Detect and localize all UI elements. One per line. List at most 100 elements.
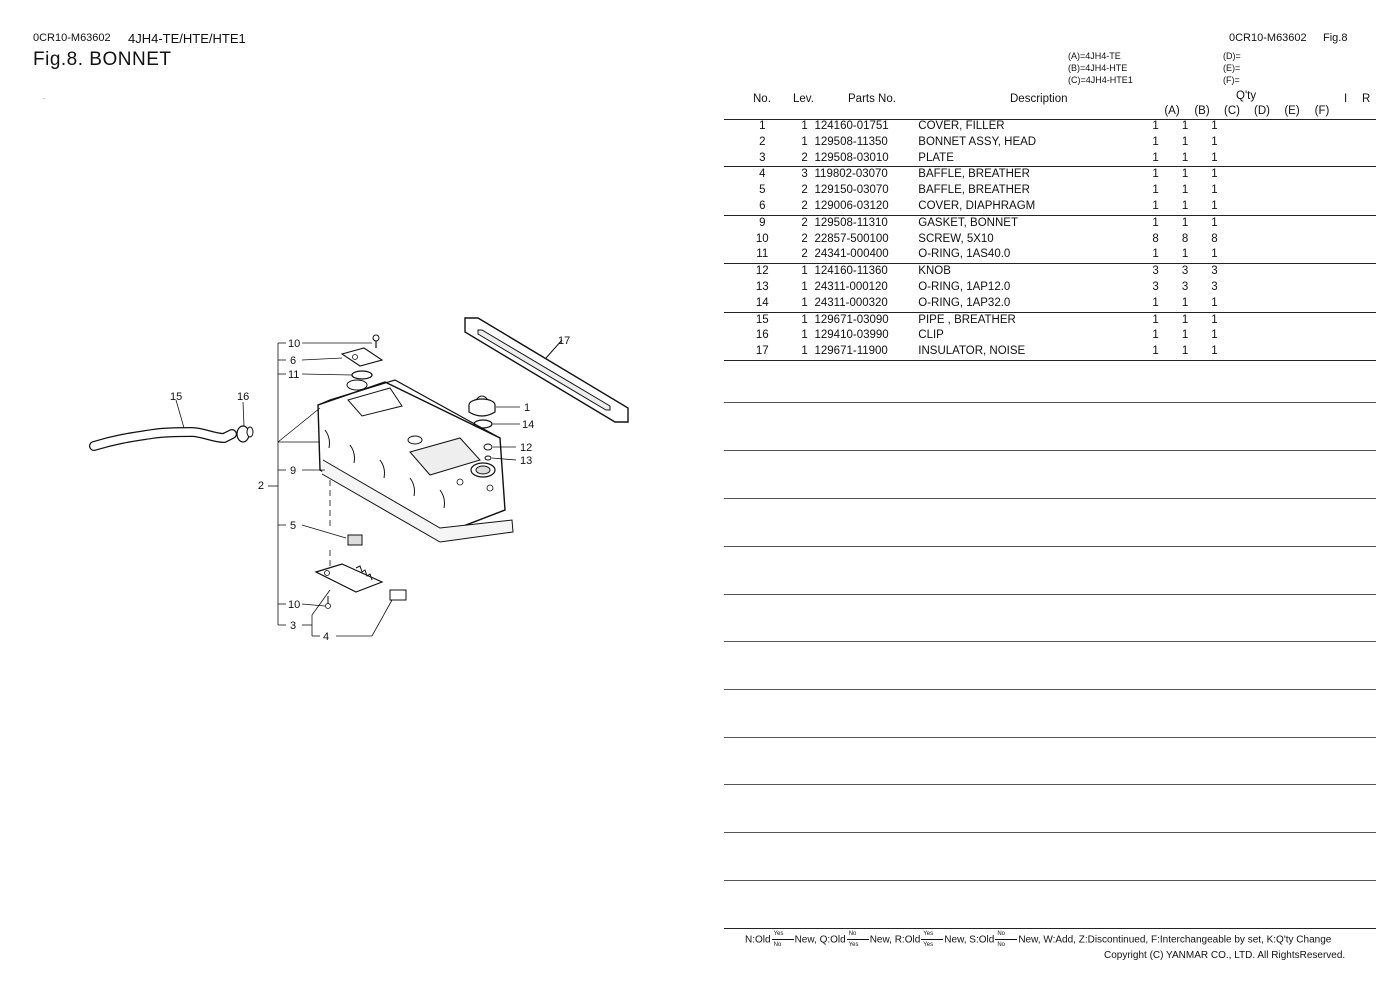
- cell-qty-c: 1: [1211, 135, 1218, 148]
- col-header-qty-e: (E): [1284, 105, 1300, 117]
- figure-title: Fig.8. BONNET: [33, 49, 172, 70]
- cell-parts-no: 129410-03990: [814, 329, 889, 342]
- cell-lev: 2: [800, 247, 809, 265]
- cell-qty-b: 1: [1181, 313, 1189, 326]
- cell-qty-c: 1: [1211, 184, 1218, 197]
- cell-qty-e: [1258, 198, 1288, 216]
- blank-rule: [724, 880, 1376, 881]
- model-title: 4JH4-TE/HTE/HTE1: [128, 31, 246, 46]
- cell-i: [1317, 280, 1346, 296]
- cell-r: [1347, 280, 1376, 296]
- cell-qty-d: [1229, 183, 1258, 199]
- cell-parts-no: 129671-11900: [808, 344, 911, 361]
- cell-qty-a: 1: [1140, 247, 1171, 265]
- cell-parts-no: 124160-11360: [814, 265, 888, 278]
- cell-qty-c: 3: [1211, 265, 1218, 278]
- cell-description: COVER, FILLER: [918, 120, 1005, 132]
- cell-qty-b: 1: [1181, 135, 1189, 148]
- cell-qty-a: 1: [1140, 150, 1171, 168]
- cell-r: [1347, 167, 1376, 183]
- cell-qty-b: 1: [1170, 295, 1200, 313]
- cell-no: 17: [724, 344, 801, 361]
- cell-qty-e: [1259, 312, 1288, 328]
- cell-description: CLIP: [918, 329, 944, 342]
- model-key-a: (A)=4JH4-TE: [1068, 51, 1121, 61]
- cell-i: [1317, 312, 1346, 328]
- cell-qty-f: [1288, 264, 1317, 280]
- cell-no: 14: [724, 295, 801, 313]
- cell-qty-e: [1259, 135, 1288, 151]
- cell-lev: 2: [801, 216, 808, 229]
- cell-parts-no: 24311-000120: [814, 280, 888, 293]
- cell-i: [1317, 344, 1347, 361]
- cell-qty-a: 1: [1152, 135, 1159, 148]
- cell-qty-a: 1: [1140, 295, 1171, 313]
- col-header-qty-c: (C): [1224, 105, 1240, 117]
- doc-code: 0CR10-M63602: [33, 32, 111, 44]
- cell-lev: 1: [800, 295, 809, 313]
- cell-qty-f: [1287, 344, 1318, 361]
- cell-qty-f: [1287, 295, 1318, 313]
- cell-qty-c: 1: [1199, 150, 1230, 168]
- cell-i: [1317, 232, 1346, 248]
- cell-description: KNOB: [918, 265, 951, 278]
- col-header-no: No.: [753, 93, 771, 105]
- callout-15: 15: [170, 391, 182, 403]
- callout-12: 12: [520, 442, 532, 454]
- cell-qty-e: [1259, 264, 1288, 280]
- cell-no: 12: [755, 265, 769, 278]
- cell-qty-e: [1259, 183, 1288, 199]
- bonnet-exploded-diagram: 17 15 16: [89, 317, 629, 643]
- cell-no: 15: [755, 313, 769, 326]
- cell-qty-a: 1: [1152, 168, 1159, 181]
- bonnet-body-drawing: [317, 379, 514, 543]
- cell-qty-f: [1288, 183, 1317, 199]
- cell-parts-no: 24311-000320: [808, 295, 911, 313]
- cell-description: O-RING, 1AS40.0: [910, 247, 1141, 265]
- callout-leaders: [268, 342, 520, 637]
- cell-lev: 1: [801, 329, 808, 342]
- cell-qty-d: [1229, 264, 1258, 280]
- col-header-qty-a: (A): [1164, 105, 1180, 117]
- cell-qty-a: 3: [1152, 265, 1159, 278]
- cell-parts-no: 129150-03070: [814, 184, 889, 197]
- cell-qty-e: [1258, 247, 1288, 265]
- cell-lev: 2: [801, 184, 808, 197]
- cell-qty-f: [1288, 167, 1317, 183]
- cell-parts-no: 119802-03070: [814, 168, 888, 181]
- cell-qty-a: 1: [1140, 198, 1171, 216]
- cell-qty-d: [1229, 344, 1259, 361]
- callout-11: 11: [288, 369, 299, 381]
- cell-qty-b: 3: [1181, 265, 1189, 278]
- cell-no: 4: [759, 168, 766, 181]
- cell-qty-d: [1229, 295, 1259, 313]
- cell-i: [1317, 119, 1346, 135]
- callout-4: 4: [323, 631, 329, 643]
- cell-qty-c: 3: [1211, 280, 1218, 293]
- cell-qty-b: 1: [1170, 198, 1200, 216]
- right-doc-code: 0CR10-M63602: [1229, 32, 1307, 44]
- cell-qty-f: [1287, 150, 1318, 168]
- cell-r: [1346, 344, 1376, 361]
- cell-r: [1347, 232, 1376, 248]
- cell-i: [1317, 135, 1346, 151]
- blank-rule: [724, 737, 1376, 738]
- cell-qty-b: 1: [1170, 247, 1200, 265]
- cell-i: [1317, 150, 1347, 168]
- cell-parts-no: 129671-03090: [814, 313, 889, 326]
- cell-r: [1347, 135, 1376, 151]
- cell-qty-c: 8: [1211, 232, 1218, 245]
- cell-lev: 2: [801, 232, 808, 245]
- cell-i: [1317, 328, 1346, 344]
- cell-qty-f: [1287, 198, 1318, 216]
- cell-qty-d: [1229, 280, 1258, 296]
